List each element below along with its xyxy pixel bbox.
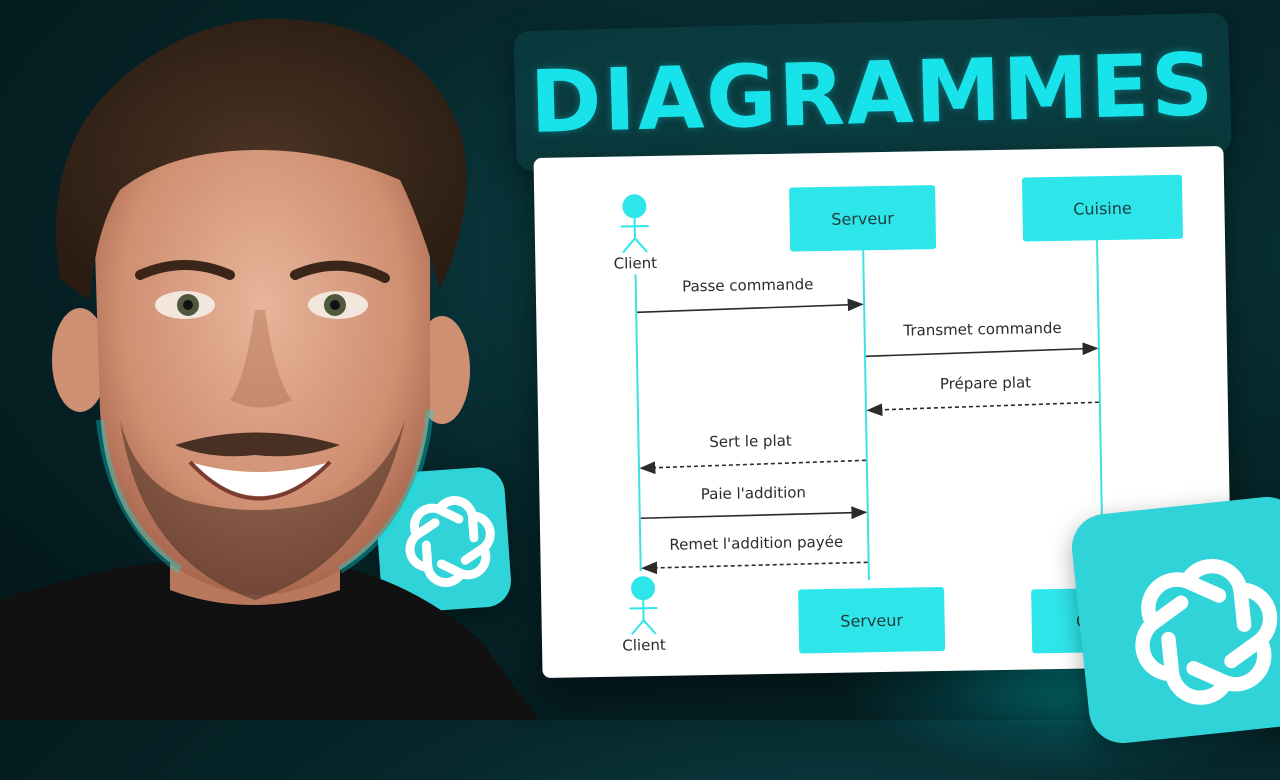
message-arrow xyxy=(641,512,866,518)
message-arrow xyxy=(643,562,868,568)
cuisine-top-label: Cuisine xyxy=(1073,199,1132,219)
serveur-box-bottom: Serveur xyxy=(798,587,945,654)
message-label: Remet l'addition payée xyxy=(669,533,843,554)
message-4: Sert le plat xyxy=(640,430,866,468)
message-arrow xyxy=(637,304,862,312)
actor-head-icon xyxy=(622,194,646,218)
message-arrow xyxy=(868,402,1099,410)
client-actor-top: Client xyxy=(612,194,657,273)
page-title: DIAGRAMMES xyxy=(514,35,1231,154)
client-bottom-label: Client xyxy=(622,636,666,655)
client-lifeline xyxy=(636,274,641,571)
message-label: Prépare plat xyxy=(940,373,1032,393)
message-label: Paie l'addition xyxy=(701,483,806,503)
message-arrow xyxy=(866,348,1097,356)
serveur-bottom-label: Serveur xyxy=(840,611,903,631)
chatgpt-logo-icon xyxy=(1069,494,1280,747)
message-2: Transmet commande xyxy=(865,318,1097,356)
serveur-top-label: Serveur xyxy=(831,209,894,229)
message-label: Sert le plat xyxy=(709,432,792,451)
message-1: Passe commande xyxy=(637,274,863,312)
actor-head-icon xyxy=(631,576,655,600)
presenter-photo xyxy=(0,0,540,720)
client-actor-bottom: Client xyxy=(621,576,666,655)
message-label: Transmet commande xyxy=(902,319,1062,340)
message-3: Prépare plat xyxy=(867,372,1099,410)
message-6: Remet l'addition payée xyxy=(642,532,868,568)
serveur-lifeline xyxy=(863,250,869,580)
chatgpt-logo-tile-large xyxy=(1069,494,1280,747)
message-label: Passe commande xyxy=(682,275,814,295)
client-top-label: Client xyxy=(613,254,657,273)
message-5: Paie l'addition xyxy=(640,482,866,518)
serveur-box-top: Serveur xyxy=(789,185,936,252)
message-arrow xyxy=(641,460,866,468)
cuisine-box-top: Cuisine xyxy=(1022,175,1183,242)
